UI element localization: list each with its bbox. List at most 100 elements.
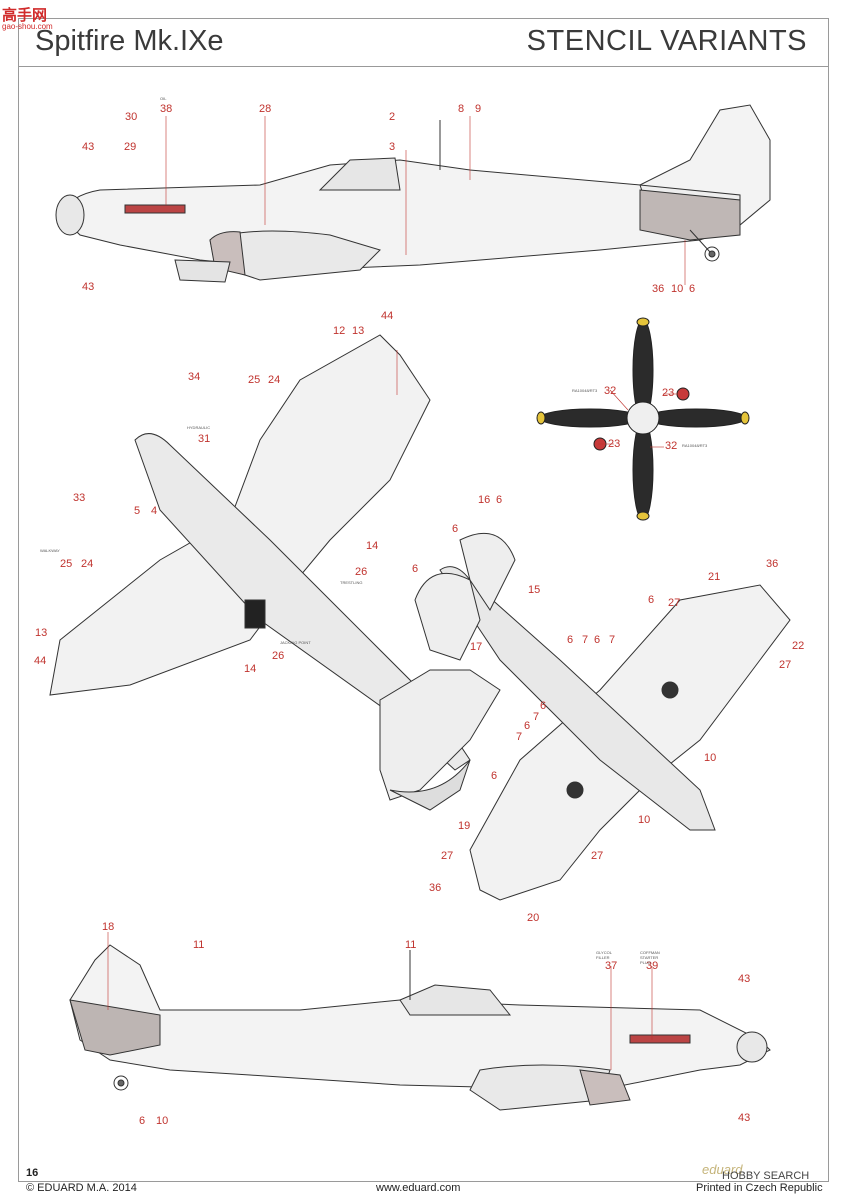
label-22: 22: [792, 640, 805, 652]
label-36b: 36: [766, 558, 779, 570]
section-title: STENCIL VARIANTS: [526, 25, 807, 57]
label-2: 2: [389, 111, 396, 123]
label-10b: 10: [704, 752, 717, 764]
label-28: 28: [259, 103, 272, 115]
page-title: Spitfire Mk.IXe: [35, 25, 224, 57]
label-39: 39: [646, 960, 659, 972]
stencil-starter: COFFMAN STARTER PLUG: [640, 950, 660, 965]
label-27a: 27: [668, 597, 681, 609]
plan-view-top: [49, 334, 501, 811]
label-36a: 36: [652, 283, 665, 295]
label-27b: 27: [779, 659, 792, 671]
label-6i: 6: [524, 720, 531, 732]
label-26a: 26: [355, 566, 368, 578]
label-32a: 32: [604, 385, 617, 397]
label-30: 30: [125, 111, 138, 123]
label-14a: 14: [366, 540, 379, 552]
prop-text-left: RA10048/RT3: [572, 388, 598, 393]
label-20: 20: [527, 912, 540, 924]
label-37: 37: [605, 960, 618, 972]
label-10c: 10: [638, 814, 651, 826]
label-14b: 14: [244, 663, 257, 675]
label-7a: 7: [582, 634, 589, 646]
label-18: 18: [102, 921, 115, 933]
label-10d: 10: [156, 1115, 169, 1127]
label-43a: 43: [82, 141, 95, 153]
label-25a: 25: [248, 374, 261, 386]
label-6c: 6: [452, 523, 459, 535]
label-44a: 44: [381, 310, 394, 322]
leader-lines: [107, 116, 686, 1070]
stencil-jacking: JACKING POINT: [280, 640, 311, 645]
printed-note: Printed in Czech Republic: [696, 1182, 823, 1194]
label-7d: 7: [516, 731, 523, 743]
page-number: 16: [26, 1167, 39, 1179]
label-23a: 23: [662, 387, 675, 399]
stencil-hydraulic: HYDRAULIC: [187, 425, 211, 430]
label-29: 29: [124, 141, 137, 153]
stencil-glycol: GLYCOL FILLER: [596, 950, 612, 960]
underside-view: [414, 532, 791, 901]
label-5: 5: [134, 505, 141, 517]
label-25b: 25: [60, 558, 73, 570]
label-34: 34: [188, 371, 201, 383]
label-43b: 43: [82, 281, 95, 293]
label-6j: 6: [491, 770, 498, 782]
watermark-top-sub: gao-shou.com: [2, 22, 53, 31]
label-31: 31: [198, 433, 211, 445]
label-3: 3: [389, 141, 396, 153]
label-13b: 13: [35, 627, 48, 639]
label-24b: 24: [81, 558, 94, 570]
label-44b: 44: [34, 655, 47, 667]
stencil-oil: OIL: [160, 96, 167, 101]
label-27c: 27: [441, 850, 454, 862]
label-17: 17: [470, 641, 483, 653]
label-6f: 6: [567, 634, 574, 646]
label-11b: 11: [405, 939, 417, 951]
label-33: 33: [73, 492, 86, 504]
label-15: 15: [528, 584, 541, 596]
brand-logo: eduard: [702, 1162, 743, 1177]
watermark-bottom: HOBBY SEARCH: [722, 1170, 810, 1182]
label-4: 4: [151, 505, 158, 517]
side-view-bottom: [69, 944, 771, 1111]
side-view-top: [55, 104, 771, 283]
label-36c: 36: [429, 882, 442, 894]
watermark-top-main: 高手网: [2, 7, 48, 24]
label-38: 38: [160, 103, 173, 115]
label-8: 8: [458, 103, 465, 115]
label-32b: 32: [665, 440, 678, 452]
header-divider: [18, 66, 828, 67]
stencil-walkway: WALKWAY: [40, 548, 60, 553]
label-21: 21: [708, 571, 721, 583]
label-43d: 43: [738, 1112, 751, 1124]
label-24a: 24: [268, 374, 281, 386]
label-23b: 23: [608, 438, 621, 450]
prop-text-right: RA10048/RT3: [682, 443, 708, 448]
label-6d: 6: [412, 563, 419, 575]
label-19: 19: [458, 820, 471, 832]
copyright: © EDUARD M.A. 2014: [26, 1182, 137, 1194]
stencil-trestling: TRESTLING: [340, 580, 363, 585]
label-6g: 6: [594, 634, 601, 646]
page-frame: [18, 18, 829, 1182]
label-11a: 11: [193, 939, 205, 951]
label-43c: 43: [738, 973, 751, 985]
label-6b: 6: [496, 494, 503, 506]
label-26b: 26: [272, 650, 285, 662]
label-7b: 7: [609, 634, 616, 646]
label-6m: 6: [139, 1115, 146, 1127]
label-12: 12: [333, 325, 346, 337]
label-7c: 7: [533, 711, 540, 723]
label-6e: 6: [648, 594, 655, 606]
label-16: 16: [478, 494, 491, 506]
label-13a: 13: [352, 325, 365, 337]
label-9: 9: [475, 103, 482, 115]
label-6h: 6: [540, 700, 547, 712]
label-10a: 10: [671, 283, 684, 295]
label-27d: 27: [591, 850, 604, 862]
propeller: [536, 317, 750, 521]
label-6a: 6: [689, 283, 696, 295]
website: www.eduard.com: [376, 1182, 461, 1194]
